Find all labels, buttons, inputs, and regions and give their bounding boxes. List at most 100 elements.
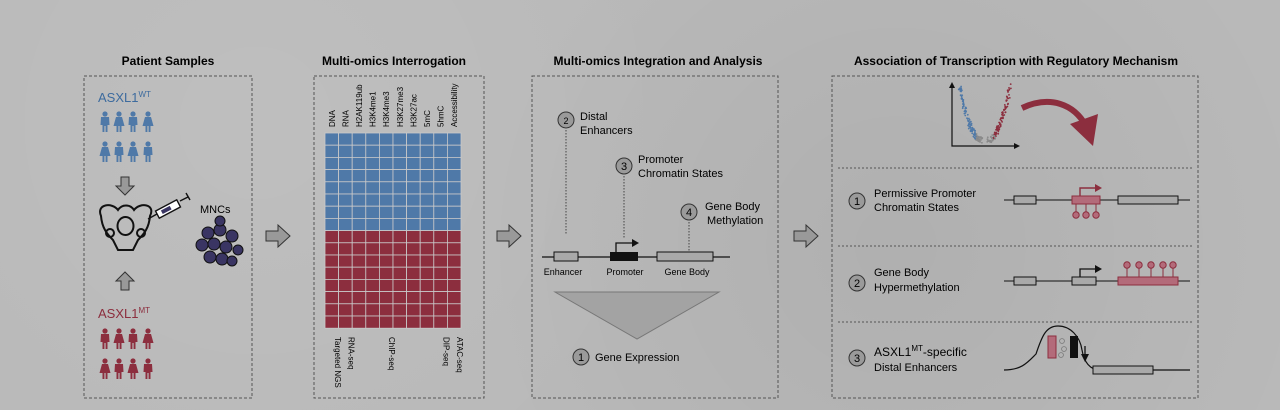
mt-cell [433, 266, 448, 280]
mech-1-line2: Chromatin States [874, 202, 959, 214]
mt-cell [406, 230, 421, 244]
wt-cell [324, 144, 340, 158]
wt-cell [446, 169, 462, 183]
wt-cell [406, 156, 421, 170]
mt-cell [433, 291, 448, 305]
mt-cell [338, 315, 353, 329]
distal-label-line2: Enhancers [580, 125, 633, 137]
wt-cell [351, 205, 367, 219]
mt-cell [324, 266, 340, 280]
wt-cell [365, 169, 380, 183]
wt-cell [392, 193, 408, 207]
mt-cell [338, 230, 353, 244]
mt-cell [446, 254, 462, 268]
mt-cell [419, 266, 435, 280]
wt-cell [338, 217, 353, 231]
step-1-badge: 1 [572, 348, 590, 366]
wt-cell [392, 132, 408, 146]
wt-cell [365, 217, 380, 231]
omics-column-label: RNA [341, 109, 350, 127]
mt-cell [351, 242, 367, 256]
mt-cell [406, 303, 421, 317]
wt-cell [365, 144, 380, 158]
omics-column-label: H3K27ac [409, 94, 418, 127]
mt-cell [338, 303, 353, 317]
wt-cell [338, 193, 353, 207]
mt-cell [378, 254, 394, 268]
wt-cell [446, 156, 462, 170]
mt-cell [406, 278, 421, 292]
wt-cell [446, 205, 462, 219]
mt-cell [419, 303, 435, 317]
panel4-frame [831, 75, 1199, 399]
wt-cell [324, 169, 340, 183]
omics-column-label: H3K4me3 [382, 91, 391, 127]
distal-label-line1: Distal [580, 111, 608, 123]
wt-cell [419, 205, 435, 219]
mt-cell [419, 242, 435, 256]
wt-cell [406, 132, 421, 146]
mncs-label: MNCs [200, 204, 231, 216]
mt-cell [351, 315, 367, 329]
promoter-label: Promoter [606, 267, 643, 277]
mt-cell [392, 291, 408, 305]
mech-3-line2: Distal Enhancers [874, 362, 958, 374]
mt-cell [392, 254, 408, 268]
mt-cell [378, 291, 394, 305]
gene-body-label: Gene Body [664, 267, 710, 277]
flow-arrow-icon [265, 224, 291, 248]
mt-cell [351, 303, 367, 317]
flow-arrow-icon [496, 224, 522, 248]
curved-arrow-icon [1020, 99, 1098, 146]
mt-cell [378, 315, 394, 329]
omics-column-label: H3K27me3 [396, 86, 405, 127]
mt-cell [351, 254, 367, 268]
wt-cell [378, 193, 394, 207]
mt-cell [378, 303, 394, 317]
mt-cell [392, 303, 408, 317]
wt-cell [351, 144, 367, 158]
mt-cell [378, 242, 394, 256]
wt-cell [365, 132, 380, 146]
mt-cell [433, 315, 448, 329]
mech-2-line2: Hypermethylation [874, 282, 960, 294]
mt-cell [419, 230, 435, 244]
mt-cell [392, 230, 408, 244]
mt-cell [433, 278, 448, 292]
wt-cell [351, 193, 367, 207]
mt-cell [433, 254, 448, 268]
gene-track [542, 239, 730, 262]
wt-cell [406, 217, 421, 231]
wt-cell [433, 144, 448, 158]
wt-cell [392, 156, 408, 170]
wt-cell [406, 181, 421, 195]
mt-cell [365, 254, 380, 268]
mt-cell [324, 291, 340, 305]
wt-cell [419, 169, 435, 183]
mech-1-line1: Permissive Promoter [874, 188, 976, 200]
assay-label: DIP-seq [442, 337, 451, 366]
wt-cell [419, 132, 435, 146]
integration-funnel [553, 291, 721, 340]
arrow-down-icon [114, 176, 136, 196]
svg-text:4: 4 [686, 207, 692, 219]
mt-cell [446, 278, 462, 292]
wt-cell [324, 193, 340, 207]
wt-cell [378, 181, 394, 195]
mt-cell [351, 278, 367, 292]
wt-cell [378, 217, 394, 231]
wt-cell [446, 217, 462, 231]
panel4-title: Association of Transcription with Regula… [854, 54, 1178, 68]
wt-cell [351, 181, 367, 195]
wt-cell [392, 144, 408, 158]
mt-cell [324, 230, 340, 244]
omics-column-label: H3K4me1 [369, 91, 378, 127]
mt-cell [446, 266, 462, 280]
mt-cell [392, 242, 408, 256]
mech-2-badge: 2 [848, 274, 866, 292]
mt-cell [406, 315, 421, 329]
mt-label: ASXL1MT [98, 306, 150, 321]
